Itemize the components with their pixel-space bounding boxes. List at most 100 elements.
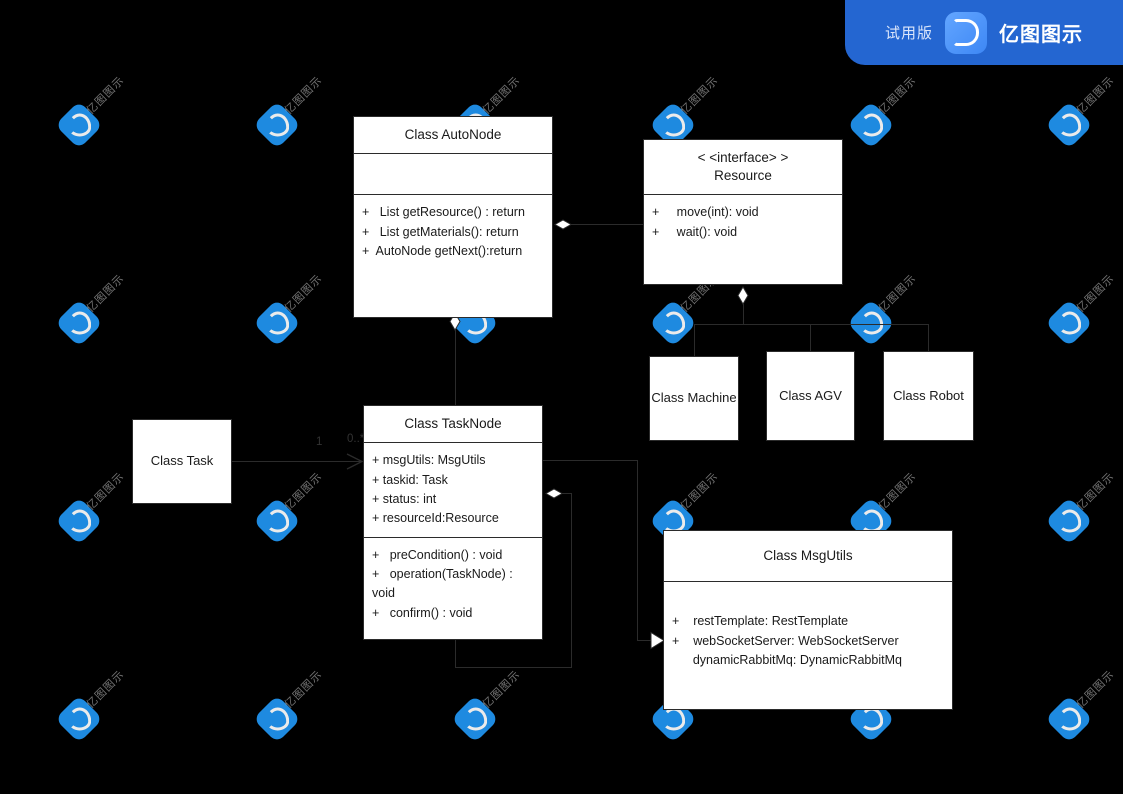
edge-self-loop-top [562,493,572,494]
arrow-hollow-tasknode-msgutils [650,631,666,655]
aggregation-diamond-resource-subclasses [737,286,749,305]
class-method: + wait(): void [652,224,738,239]
class-attribute: dynamicRabbitMq: DynamicRabbitMq [672,652,902,667]
watermark: 亿图图示 [252,273,330,358]
class-attributes-msgutils: + restTemplate: RestTemplate + webSocket… [664,581,952,678]
class-stereotype-resource: < <interface> > [697,150,789,165]
edraw-watermark-icon [450,694,500,744]
class-title-robot: Class Robot [893,387,964,403]
trial-label: 试用版 [884,25,933,42]
class-title-resource: < <interface> > Resource [644,140,842,194]
class-method: + preCondition() : void [372,547,503,562]
class-box-resource[interactable]: < <interface> > Resource + move(int): vo… [643,139,843,285]
watermark-text: 亿图图示 [480,74,523,117]
edge-self-loop-left [455,640,456,668]
class-title-tasknode: Class TaskNode [404,416,502,431]
edraw-watermark-icon [252,496,302,546]
multiplicity-source: 1 [316,436,323,448]
watermark-text: 亿图图示 [876,470,919,513]
watermark: 亿图图示 [648,273,726,358]
watermark: 亿图图示 [1044,471,1122,556]
watermark-text: 亿图图示 [876,272,919,315]
watermark-text: 亿图图示 [1074,470,1117,513]
class-box-autonode[interactable]: Class AutoNode + List getResource() : re… [353,116,553,318]
watermark-text: 亿图图示 [84,470,127,513]
watermark: 亿图图示 [54,669,132,754]
class-attributes-tasknode: + msgUtils: MsgUtils + taskid: Task + st… [364,442,542,537]
watermark: 亿图图示 [1044,669,1122,754]
aggregation-diamond-tasknode-self [545,488,563,499]
watermark: 亿图图示 [252,75,330,160]
class-method: + List getMaterials(): return [362,224,519,239]
watermark-text: 亿图图示 [282,74,325,117]
arrow-open-task-tasknode [345,452,365,476]
class-box-msgutils[interactable]: Class MsgUtils + restTemplate: RestTempl… [663,530,953,710]
watermark-text: 亿图图示 [84,272,127,315]
watermark: 亿图图示 [252,471,330,556]
edge-tasknode-msgutils-bottom [637,640,653,641]
watermark: 亿图图示 [846,75,924,160]
class-box-tasknode[interactable]: Class TaskNode + msgUtils: MsgUtils + ta… [363,405,543,640]
class-method: + move(int): void [652,205,759,220]
class-method: + AutoNode getNext():return [362,243,523,258]
watermark-text: 亿图图示 [876,74,919,117]
watermark-text: 亿图图示 [84,668,127,711]
watermark: 亿图图示 [846,273,924,358]
edge-autonode-resource [570,224,643,225]
class-title-autonode: Class AutoNode [404,127,502,142]
watermark: 亿图图示 [1044,273,1122,358]
edge-autonode-tasknode [455,327,456,409]
edge-bus-machine [694,324,695,357]
watermark-text: 亿图图示 [282,668,325,711]
edge-self-loop-right [571,493,572,667]
class-box-agv[interactable]: Class AGV [766,351,855,441]
edraw-watermark-icon [54,694,104,744]
edraw-watermark-icon [54,298,104,348]
class-box-task[interactable]: Class Task [132,419,232,504]
edraw-watermark-icon [252,694,302,744]
watermark-text: 亿图图示 [282,272,325,315]
brand-label: 亿图图示 [999,24,1083,46]
class-method: + List getResource() : return [362,205,525,220]
edge-tasknode-msgutils-top [543,460,638,461]
edge-resource-bus [694,324,929,325]
watermark: 亿图图示 [1044,75,1122,160]
class-box-robot[interactable]: Class Robot [883,351,974,441]
edge-tasknode-msgutils-right [637,460,638,640]
class-attribute: + resourceId:Resource [372,511,499,526]
watermark-text: 亿图图示 [84,74,127,117]
edraw-watermark-icon [54,100,104,150]
watermark-text: 亿图图示 [1074,74,1117,117]
edraw-watermark-icon [846,100,896,150]
class-method: + confirm() : void [372,605,473,620]
edraw-watermark-icon [54,496,104,546]
edge-task-tasknode [232,461,362,462]
edraw-watermark-icon [648,298,698,348]
edraw-watermark-icon [1044,100,1094,150]
trial-banner[interactable]: 试用版 亿图图示 [845,0,1123,65]
class-box-machine[interactable]: Class Machine [649,356,739,441]
class-attribute: + webSocketServer: WebSocketServer [672,633,899,648]
class-title-task: Class Task [150,453,214,469]
edraw-watermark-icon [1044,298,1094,348]
edraw-watermark-icon [1044,694,1094,744]
watermark-text: 亿图图示 [1074,272,1117,315]
edraw-watermark-icon [1044,496,1094,546]
watermark: 亿图图示 [252,669,330,754]
class-title-agv: Class AGV [779,387,842,403]
edge-self-loop-bottom [455,667,572,668]
watermark-text: 亿图图示 [282,470,325,513]
class-attributes-autonode [354,153,552,194]
class-methods-resource: + move(int): void + wait(): void [644,194,842,250]
class-title-msgutils: Class MsgUtils [763,548,853,563]
watermark: 亿图图示 [54,471,132,556]
edraw-watermark-icon [252,100,302,150]
watermark: 亿图图示 [54,75,132,160]
watermark-text: 亿图图示 [678,74,721,117]
watermark: 亿图图示 [54,273,132,358]
watermark-text: 亿图图示 [678,470,721,513]
class-methods-autonode: + List getResource() : return + List get… [354,194,552,269]
edraw-watermark-icon [846,298,896,348]
aggregation-diamond-autonode-resource [554,219,572,230]
class-title-machine: Class Machine [651,390,737,406]
